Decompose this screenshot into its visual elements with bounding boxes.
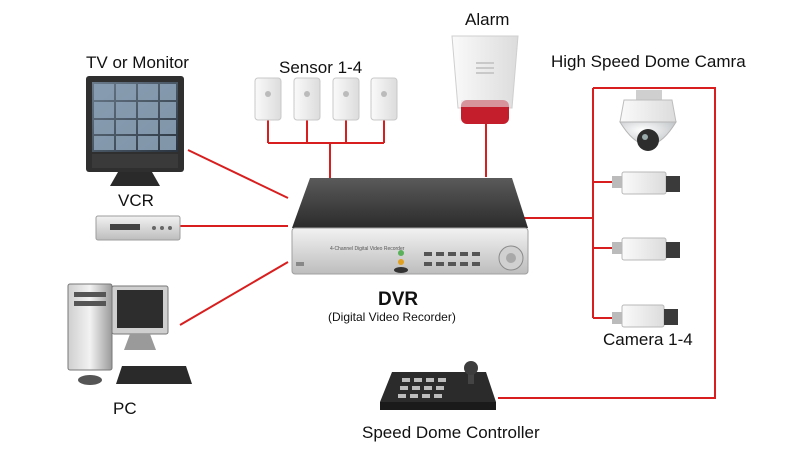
dvr-label: DVR bbox=[378, 289, 419, 310]
dvr-faceplate-text: 4-Channel Digital Video Recorder bbox=[330, 246, 405, 252]
connection-lines bbox=[179, 87, 716, 399]
sensor-icon bbox=[293, 77, 321, 121]
camera-bus-line bbox=[498, 87, 716, 399]
tv-monitor-label: TV or Monitor bbox=[86, 53, 189, 72]
controller-label: Speed Dome Controller bbox=[362, 423, 540, 442]
dome-camera-label: High Speed Dome Camra bbox=[551, 52, 746, 71]
pc-line bbox=[179, 261, 289, 326]
sensor-label: Sensor 1-4 bbox=[279, 58, 363, 77]
alarm-icon bbox=[451, 35, 519, 124]
dvr-icon: 4-Channel Digital Video Recorder bbox=[291, 178, 529, 275]
vcr-label: VCR bbox=[118, 191, 154, 210]
controller-icon bbox=[380, 361, 496, 410]
sensor-bus-line bbox=[267, 120, 385, 180]
dvr-full-label: (Digital Video Recorder) bbox=[328, 310, 456, 324]
pc-label: PC bbox=[113, 399, 137, 418]
alarm-label: Alarm bbox=[465, 10, 510, 29]
sensor-icon bbox=[370, 77, 398, 121]
box-camera-icon bbox=[612, 304, 678, 328]
tv-line bbox=[187, 149, 289, 199]
sensor-icon bbox=[332, 77, 360, 121]
vcr-icon bbox=[95, 215, 181, 241]
box-camera-icon bbox=[612, 237, 680, 261]
pc-icon bbox=[67, 283, 192, 385]
dome-camera-icon bbox=[619, 90, 677, 151]
camera-label: Camera 1-4 bbox=[603, 330, 693, 349]
sensor-icon bbox=[254, 77, 282, 121]
tv-monitor bbox=[86, 76, 184, 186]
sensor-group bbox=[254, 77, 398, 121]
box-camera-icon bbox=[612, 171, 680, 195]
